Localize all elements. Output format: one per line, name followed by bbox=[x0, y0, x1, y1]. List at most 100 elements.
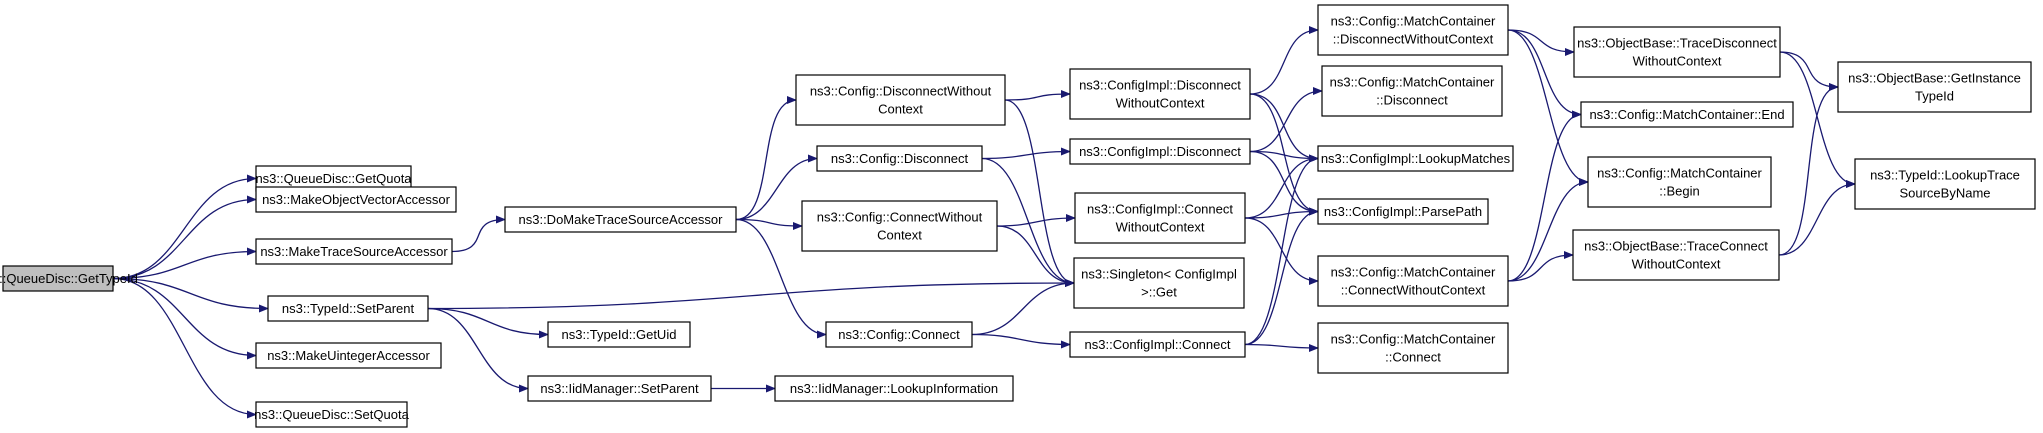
node-label: ns3::ObjectBase::TraceDisconnect bbox=[1577, 36, 1777, 51]
node-box bbox=[547, 321, 691, 348]
node-implConnwo[interactable]: ns3::ConfigImpl::ConnectWithoutContext bbox=[1074, 192, 1246, 244]
node-label: WithoutContext bbox=[1633, 54, 1722, 69]
edge-implDisc-to-parse bbox=[1249, 150, 1319, 216]
node-mkobjvec[interactable]: ns3::MakeObjectVectorAccessor bbox=[255, 186, 457, 213]
node-label: ns3::QueueDisc::SetQuota bbox=[254, 407, 409, 422]
node-obTraceDisc[interactable]: ns3::ObjectBase::TraceDisconnectWithoutC… bbox=[1573, 26, 1781, 78]
node-mcConnwo[interactable]: ns3::Config::MatchContainer::ConnectWith… bbox=[1317, 255, 1509, 307]
node-box bbox=[527, 375, 712, 402]
edge-domake-to-cfgdisc bbox=[735, 154, 818, 221]
edge-implConn-to-parse bbox=[1244, 207, 1319, 346]
node-label: ns3::Singleton< ConfigImpl bbox=[1081, 267, 1237, 282]
edge-cfgdisc-to-singleton bbox=[981, 157, 1075, 287]
edge-root-to-setparent bbox=[112, 277, 269, 313]
node-box bbox=[1587, 156, 1772, 208]
edge-domake-to-cfgconn bbox=[735, 218, 827, 339]
node-mcDiscwo[interactable]: ns3::Config::MatchContainer::DisconnectW… bbox=[1317, 4, 1509, 56]
node-box bbox=[2, 265, 114, 292]
node-label: ::Disconnect bbox=[1376, 93, 1448, 108]
edge-mcConnwo-to-obTraceConn bbox=[1507, 251, 1574, 282]
edge-root-to-getquota bbox=[112, 174, 257, 280]
edge-implDisc-to-lookup bbox=[1249, 150, 1319, 163]
edge-mcConnwo-to-mcBegin bbox=[1507, 178, 1589, 282]
node-singleton[interactable]: ns3::Singleton< ConfigImpl>::Get bbox=[1073, 257, 1245, 309]
edge-mcDiscwo-to-mcBegin bbox=[1507, 29, 1589, 186]
node-implDisc[interactable]: ns3::ConfigImpl::Disconnect bbox=[1069, 138, 1251, 165]
node-label: ns3::Config::DisconnectWithout bbox=[810, 84, 992, 99]
node-mcEnd[interactable]: ns3::Config::MatchContainer::End bbox=[1580, 101, 1794, 128]
node-cfgconnwo[interactable]: ns3::Config::ConnectWithoutContext bbox=[801, 200, 998, 252]
node-box bbox=[1069, 331, 1246, 358]
edge-implConn-to-lookup bbox=[1244, 154, 1319, 346]
edge-cfgconn-to-singleton bbox=[971, 279, 1075, 336]
node-obTraceConn[interactable]: ns3::ObjectBase::TraceConnectWithoutCont… bbox=[1572, 229, 1780, 281]
edge-cfgconnwo-to-implConnwo bbox=[996, 214, 1076, 227]
edge-root-to-mkuint bbox=[112, 277, 257, 360]
node-label: ns3::ConfigImpl::Connect bbox=[1087, 202, 1233, 217]
edge-setparent-to-singleton bbox=[427, 279, 1075, 310]
node-label: WithoutContext bbox=[1632, 257, 1721, 272]
node-implDiscwo[interactable]: ns3::ConfigImpl::DisconnectWithoutContex… bbox=[1069, 68, 1251, 120]
node-box bbox=[801, 200, 998, 252]
node-setquota[interactable]: ns3::QueueDisc::SetQuota bbox=[254, 401, 410, 428]
edge-implDiscwo-to-mcDiscwo bbox=[1249, 26, 1319, 95]
node-lookup[interactable]: ns3::ConfigImpl::LookupMatches bbox=[1317, 145, 1514, 172]
node-label: ::Begin bbox=[1659, 184, 1699, 199]
edge-cfgdiscwo-to-implDiscwo bbox=[1004, 90, 1071, 101]
node-cfgdiscwo[interactable]: ns3::Config::DisconnectWithoutContext bbox=[795, 74, 1006, 126]
node-box bbox=[1317, 322, 1509, 374]
node-mkuint[interactable]: ns3::MakeUintegerAccessor bbox=[255, 342, 442, 369]
node-label: ns3::Config::MatchContainer bbox=[1331, 265, 1496, 280]
node-label: ns3::MakeUintegerAccessor bbox=[267, 348, 430, 363]
node-domake[interactable]: ns3::DoMakeTraceSourceAccessor bbox=[504, 206, 737, 233]
node-label: ns3::QueueDisc::GetTypeId bbox=[0, 271, 138, 286]
node-mcConn[interactable]: ns3::Config::MatchContainer::Connect bbox=[1317, 322, 1509, 374]
edge-cfgdisc-to-implDisc bbox=[981, 147, 1071, 160]
node-label: ns3::TypeId::GetUid bbox=[562, 327, 677, 342]
edge-root-to-mktrace bbox=[112, 247, 257, 280]
node-mcDisc[interactable]: ns3::Config::MatchContainer::Disconnect bbox=[1321, 65, 1503, 117]
edge-implDisc-to-mcDisc bbox=[1249, 87, 1323, 153]
node-cfgconn[interactable]: ns3::Config::Connect bbox=[825, 321, 973, 348]
node-label: ns3::ConfigImpl::Disconnect bbox=[1079, 144, 1241, 159]
node-box bbox=[1073, 257, 1245, 309]
node-implConn[interactable]: ns3::ConfigImpl::Connect bbox=[1069, 331, 1246, 358]
node-label: ns3::Config::Connect bbox=[838, 327, 960, 342]
node-parse[interactable]: ns3::ConfigImpl::ParsePath bbox=[1317, 198, 1489, 225]
edge-mcConnwo-to-mcEnd bbox=[1507, 110, 1582, 282]
node-box bbox=[1317, 198, 1489, 225]
node-setparent[interactable]: ns3::TypeId::SetParent bbox=[267, 295, 429, 322]
edge-obTraceConn-to-obInst bbox=[1778, 83, 1839, 256]
node-getuid[interactable]: ns3::TypeId::GetUid bbox=[547, 321, 691, 348]
node-box bbox=[1572, 229, 1780, 281]
node-label: ::ConnectWithoutContext bbox=[1341, 283, 1486, 298]
node-lookupinfo[interactable]: ns3::IidManager::LookupInformation bbox=[774, 375, 1014, 402]
node-label: >::Get bbox=[1141, 285, 1177, 300]
node-box bbox=[255, 342, 442, 369]
node-cfgdisc[interactable]: ns3::Config::Disconnect bbox=[816, 145, 983, 172]
node-box bbox=[504, 206, 737, 233]
node-label: ns3::MakeObjectVectorAccessor bbox=[262, 192, 451, 207]
node-label: ns3::Config::Disconnect bbox=[831, 151, 969, 166]
node-label: ns3::Config::MatchContainer bbox=[1331, 332, 1496, 347]
node-box bbox=[1074, 192, 1246, 244]
edge-implConn-to-mcConn bbox=[1244, 343, 1319, 352]
node-box bbox=[1317, 145, 1514, 172]
node-label: ns3::ConfigImpl::Connect bbox=[1085, 337, 1231, 352]
node-label: ns3::Config::MatchContainer::End bbox=[1589, 107, 1784, 122]
node-label: ns3::Config::ConnectWithout bbox=[817, 210, 983, 225]
edge-setparent-to-iidsetparent bbox=[427, 307, 529, 393]
node-iidsetparent[interactable]: ns3::IidManager::SetParent bbox=[527, 375, 712, 402]
node-box bbox=[255, 238, 453, 265]
node-label: ns3::ConfigImpl::LookupMatches bbox=[1321, 151, 1511, 166]
node-mcBegin[interactable]: ns3::Config::MatchContainer::Begin bbox=[1587, 156, 1772, 208]
edge-implConnwo-to-parse bbox=[1244, 207, 1319, 219]
edge-mcDiscwo-to-mcEnd bbox=[1507, 29, 1582, 119]
node-mktrace[interactable]: ns3::MakeTraceSourceAccessor bbox=[255, 238, 453, 265]
edge-obTraceConn-to-lookupTrace bbox=[1778, 180, 1856, 256]
node-root[interactable]: ns3::QueueDisc::GetTypeId bbox=[0, 265, 138, 292]
edge-mktrace-to-domake bbox=[451, 215, 506, 253]
